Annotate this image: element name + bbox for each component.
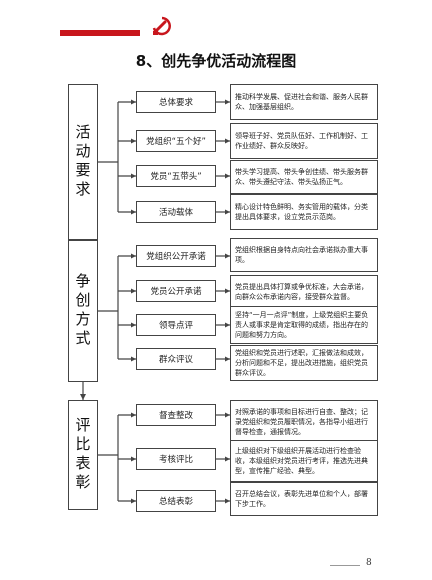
- item-party-pledge: 党组织公开承诺: [136, 245, 216, 267]
- desc-text: 党员提出具体打算或争优标准，大会承诺，向群众公布承诺内容，接受群众监督。: [235, 283, 368, 301]
- arrowhead: [131, 412, 136, 418]
- down-arrowhead: [80, 394, 86, 400]
- arrowhead: [131, 356, 136, 362]
- desc-text: 召开总结会议，表彰先进单位和个人，部署下步工作。: [235, 490, 368, 508]
- phase-box-evaluation: 评比表彰: [68, 400, 98, 510]
- arrowhead: [131, 209, 136, 215]
- arrowhead: [225, 209, 230, 215]
- desc-text: 党组织和党员进行述职，汇报做法和成效，分析问题和不足，提出改进措施，组织党员群众…: [235, 349, 368, 377]
- desc-text: 精心设计特色鲜明、务实管用的载体，分类提出具体要求，设立党员示范岗。: [235, 203, 368, 221]
- arrowhead: [225, 99, 230, 105]
- phase-box-requirements: 活动要求: [68, 84, 98, 240]
- footer-rule: [330, 565, 360, 566]
- arrowhead: [225, 173, 230, 179]
- item-member-pledge: 党员公开承诺: [136, 280, 216, 302]
- desc-member-pledge: 党员提出具体打算或争优标准，大会承诺，向群众公布承诺内容，接受群众监督。: [230, 275, 378, 309]
- desc-assessment: 上级组织对下级组织开展活动进行检查验收，本级组织对党员进行考评，推选先进典型，宣…: [230, 440, 378, 482]
- arrowhead: [225, 498, 230, 504]
- desc-text: 推动科学发展、促进社会和谐、服务人民群众、加强基层组织。: [235, 93, 368, 111]
- desc-activity-carrier: 精心设计特色鲜明、务实管用的载体，分类提出具体要求，设立党员示范岗。: [230, 194, 378, 230]
- header-band: [0, 0, 432, 46]
- desc-party-five-good: 领导班子好、党员队伍好、工作机制好、工作业绩好、群众反映好。: [230, 123, 378, 159]
- desc-public-evaluation: 党组织和党员进行述职，汇报做法和成效，分析问题和不足，提出改进措施，组织党员群众…: [230, 345, 378, 381]
- header-red-bar: [60, 30, 140, 36]
- item-activity-carrier: 活动载体: [136, 201, 216, 223]
- item-leader-review: 领导点评: [136, 314, 216, 336]
- item-overall-requirement: 总体要求: [136, 91, 216, 113]
- arrowhead: [131, 456, 136, 462]
- item-assessment: 考核评比: [136, 448, 216, 470]
- arrowhead: [131, 322, 136, 328]
- page-title: 8、创先争优活动流程图: [135, 52, 297, 70]
- desc-text: 对照承诺的事项和目标进行自查、整改；记录党组织和党员履职情况，各指导小组进行督导…: [235, 408, 368, 436]
- desc-text: 带头学习提高、带头争创佳绩、带头服务群众、带头遵纪守法、带头弘扬正气。: [235, 168, 368, 186]
- item-party-five-good: 党组织“五个好”: [136, 130, 216, 152]
- party-emblem-icon: [152, 16, 171, 36]
- desc-overall-requirement: 推动科学发展、促进社会和谐、服务人民群众、加强基层组织。: [230, 84, 378, 120]
- arrowhead: [131, 173, 136, 179]
- desc-commendation: 召开总结会议，表彰先进单位和个人，部署下步工作。: [230, 482, 378, 516]
- item-commendation: 总结表彰: [136, 490, 216, 512]
- page-number: 8: [366, 558, 372, 568]
- arrowhead: [225, 456, 230, 462]
- desc-text: 坚持“一月一点评”制度，上级党组织主要负责人或事求是肯定取得的成绩，指出存在的问…: [235, 311, 369, 339]
- phase-box-methods: 争创方式: [68, 240, 98, 382]
- item-member-five-lead: 党员“五带头”: [136, 165, 216, 187]
- arrowhead: [131, 138, 136, 144]
- arrowhead: [225, 288, 230, 294]
- desc-text: 领导班子好、党员队伍好、工作机制好、工作业绩好、群众反映好。: [235, 132, 368, 150]
- arrowhead: [225, 253, 230, 259]
- arrowhead: [131, 253, 136, 259]
- arrowhead: [225, 412, 230, 418]
- arrowhead: [131, 498, 136, 504]
- desc-party-pledge: 党组织根据自身特点向社会承诺拟办重大事项。: [230, 238, 378, 272]
- desc-leader-review: 坚持“一月一点评”制度，上级党组织主要负责人或事求是肯定取得的成绩，指出存在的问…: [230, 306, 378, 344]
- item-public-evaluation: 群众评议: [136, 348, 216, 370]
- arrowhead: [131, 288, 136, 294]
- desc-text: 党组织根据自身特点向社会承诺拟办重大事项。: [235, 246, 368, 264]
- arrowhead: [225, 322, 230, 328]
- arrowhead: [225, 356, 230, 362]
- arrowhead: [131, 99, 136, 105]
- arrowhead: [225, 138, 230, 144]
- desc-member-five-lead: 带头学习提高、带头争创佳绩、带头服务群众、带头遵纪守法、带头弘扬正气。: [230, 160, 378, 194]
- desc-supervision: 对照承诺的事项和目标进行自查、整改；记录党组织和党员履职情况，各指导小组进行督导…: [230, 400, 378, 444]
- desc-text: 上级组织对下级组织开展活动进行检查验收，本级组织对党员进行考评，推选先进典型，宣…: [235, 447, 368, 475]
- item-supervision: 督查整改: [136, 404, 216, 426]
